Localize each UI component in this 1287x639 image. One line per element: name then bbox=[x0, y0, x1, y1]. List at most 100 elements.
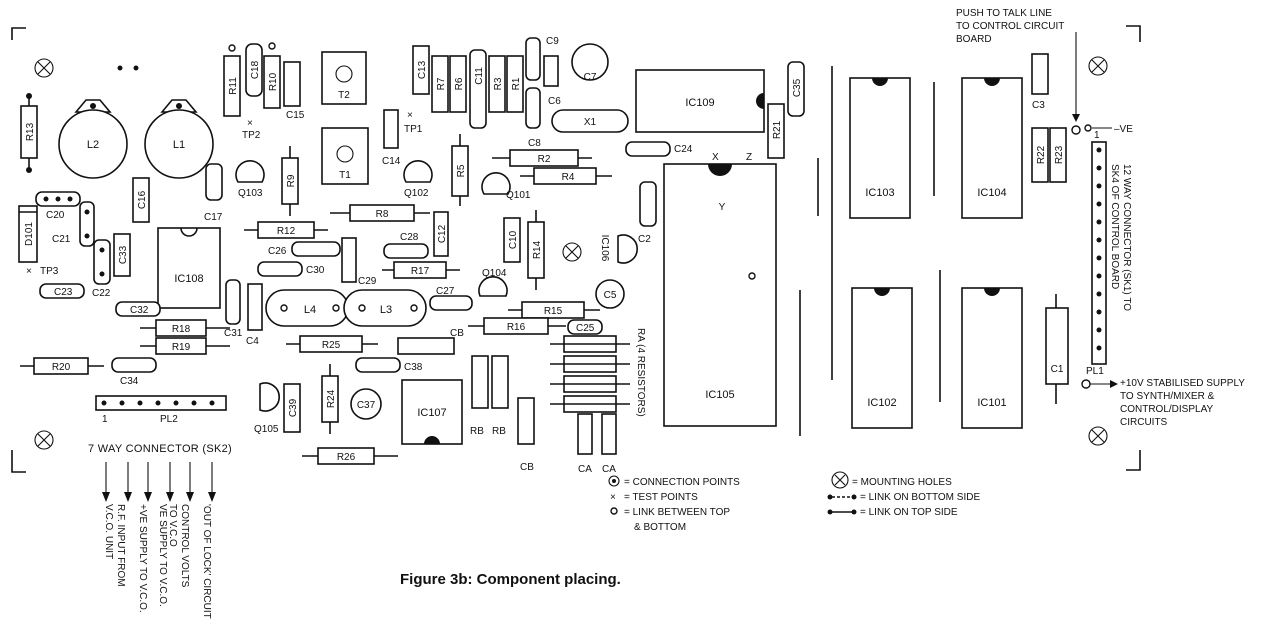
capacitor-c23: C23 bbox=[39, 283, 85, 299]
svg-text:TP2: TP2 bbox=[242, 130, 261, 141]
resistor-r15: R15 bbox=[508, 301, 600, 319]
svg-text:R6: R6 bbox=[454, 77, 465, 90]
mounting-hole-icon bbox=[34, 58, 54, 78]
resistor-r17: R17 bbox=[382, 261, 460, 279]
capacitor-c32: C32 bbox=[115, 301, 161, 317]
capacitor-c8: C8 bbox=[525, 87, 541, 149]
svg-text:X: X bbox=[712, 152, 719, 163]
svg-text:+VE SUPPLY TO V.C.O.: +VE SUPPLY TO V.C.O. bbox=[137, 504, 148, 613]
svg-text:R11: R11 bbox=[228, 77, 239, 95]
link-between-icon bbox=[610, 507, 618, 515]
coil-l3: L3 bbox=[343, 289, 427, 327]
svg-text:C27: C27 bbox=[436, 286, 455, 297]
neg-ve-label: –VE bbox=[1084, 124, 1133, 135]
capacitor-c20: C20 bbox=[35, 191, 81, 221]
svg-text:C11: C11 bbox=[474, 67, 485, 85]
svg-text:C37: C37 bbox=[357, 400, 376, 411]
svg-text:R1: R1 bbox=[511, 77, 522, 90]
supply-note: +10V STABILISED SUPPLY TO SYNTH/MIXER & … bbox=[1081, 378, 1245, 428]
svg-text:TO CONTROL CIRCUIT: TO CONTROL CIRCUIT bbox=[956, 21, 1064, 32]
capacitor-c7: C7 bbox=[571, 43, 609, 83]
svg-text:C34: C34 bbox=[120, 376, 139, 387]
push-to-talk-note: PUSH TO TALK LINE TO CONTROL CIRCUIT BOA… bbox=[956, 8, 1081, 135]
capacitor-c37: C37 bbox=[350, 388, 382, 420]
connector-pl1: 1 PL1 bbox=[1086, 130, 1107, 377]
svg-text:C12: C12 bbox=[437, 224, 448, 243]
svg-text:R17: R17 bbox=[411, 266, 430, 277]
svg-text:C30: C30 bbox=[306, 265, 325, 276]
svg-text:L3: L3 bbox=[380, 304, 392, 316]
capacitor-c2: C2 bbox=[638, 181, 657, 245]
resistor-r21: R21 bbox=[767, 103, 785, 159]
transistor-q105: Q105 bbox=[254, 382, 280, 435]
svg-text:R4: R4 bbox=[562, 172, 575, 183]
capacitor-ca-left: CA bbox=[577, 413, 593, 475]
board-outline-corners bbox=[11, 25, 1141, 473]
svg-text:R23: R23 bbox=[1054, 145, 1065, 164]
capacitor-c4: C4 bbox=[246, 283, 263, 347]
coil-label: L2 bbox=[87, 139, 99, 151]
capacitor-c17: C17 bbox=[204, 163, 223, 223]
ic-ic109: IC109 bbox=[635, 69, 765, 133]
svg-text:R2: R2 bbox=[538, 154, 551, 165]
svg-text:R19: R19 bbox=[172, 342, 191, 353]
resistor-r23: R23 bbox=[1049, 127, 1067, 183]
mounting-hole-icon bbox=[1088, 56, 1108, 76]
test-point-tp3: × TP3 bbox=[26, 266, 59, 277]
resistor-r16: R16 bbox=[468, 317, 566, 335]
svg-text:Q103: Q103 bbox=[238, 188, 263, 199]
ic-ic104: IC104 bbox=[961, 77, 1023, 219]
resistor-r20: R20 bbox=[20, 357, 104, 375]
resistor-r10: R10 bbox=[263, 42, 281, 109]
svg-text:RB: RB bbox=[470, 426, 484, 437]
test-point-icon: × bbox=[610, 492, 616, 503]
svg-text:–VE: –VE bbox=[1114, 124, 1133, 135]
ic-ic103: IC103 bbox=[849, 77, 911, 219]
resistor-r14: R14 bbox=[527, 210, 545, 290]
svg-text:R13: R13 bbox=[25, 122, 36, 141]
mounting-hole-icon bbox=[831, 471, 849, 489]
resistor-network-ra: RA (4 RESISTORS) bbox=[550, 328, 646, 417]
svg-text:×: × bbox=[247, 118, 253, 129]
svg-text:= MOUNTING HOLES: = MOUNTING HOLES bbox=[852, 477, 952, 488]
capacitor-c39: C39 bbox=[283, 383, 301, 433]
svg-text:C29: C29 bbox=[358, 276, 377, 287]
test-point-tp2: × TP2 bbox=[242, 118, 261, 141]
resistor-r26: R26 bbox=[302, 447, 398, 465]
ic-ic102: IC102 bbox=[851, 287, 913, 429]
capacitor-c18: C18 bbox=[245, 43, 263, 97]
svg-text:C38: C38 bbox=[404, 362, 423, 373]
resistor-r1: R1 bbox=[506, 55, 524, 113]
svg-text:C21: C21 bbox=[52, 234, 71, 245]
ic-ic101: IC101 bbox=[961, 287, 1023, 429]
transistor-q104: Q104 bbox=[478, 268, 508, 297]
resistor-r4: R4 bbox=[520, 167, 612, 185]
resistor-r19: R19 bbox=[140, 337, 230, 355]
capacitor-c6: C6 bbox=[543, 55, 561, 107]
ic-ic106: IC106 bbox=[599, 234, 638, 264]
capacitor-c34: C34 bbox=[111, 357, 157, 387]
svg-text:Q101: Q101 bbox=[506, 190, 531, 201]
svg-text:C15: C15 bbox=[286, 110, 305, 121]
test-point-tp1: × TP1 bbox=[404, 110, 423, 135]
svg-text:C18: C18 bbox=[250, 60, 261, 79]
capacitor-c1: C1 bbox=[1045, 294, 1069, 404]
svg-text:IC107: IC107 bbox=[417, 407, 446, 419]
svg-text:C10: C10 bbox=[508, 230, 519, 249]
pl1-pins bbox=[1096, 147, 1102, 351]
capacitor-c28: C28 bbox=[383, 232, 429, 259]
svg-text:R22: R22 bbox=[1036, 145, 1047, 164]
transistor-q101: Q101 bbox=[481, 172, 531, 201]
svg-text:C24: C24 bbox=[674, 144, 693, 155]
capacitor-c11: C11 bbox=[469, 49, 487, 129]
svg-text:1: 1 bbox=[1094, 130, 1100, 141]
svg-text:CA: CA bbox=[578, 464, 592, 475]
transformer-t1: T1 bbox=[321, 127, 369, 185]
svg-text:RB: RB bbox=[492, 426, 506, 437]
svg-text:C7: C7 bbox=[584, 72, 597, 83]
svg-text:TP3: TP3 bbox=[40, 266, 59, 277]
coil-label: L1 bbox=[173, 139, 185, 151]
svg-text:PUSH TO TALK LINE: PUSH TO TALK LINE bbox=[956, 8, 1052, 19]
capacitor-c30: C30 bbox=[257, 261, 325, 277]
svg-text:PL2: PL2 bbox=[160, 414, 178, 425]
